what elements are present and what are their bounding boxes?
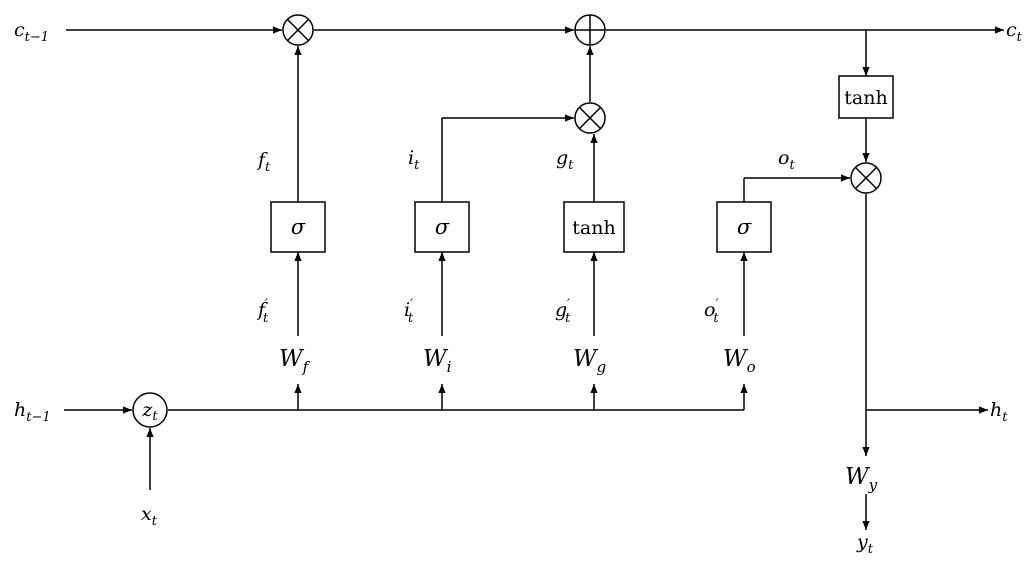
- label-output-preact: o′t: [704, 297, 719, 326]
- label-forget-gate: ft: [256, 149, 271, 175]
- label-weight-f: Wf: [279, 346, 311, 376]
- zt-node: zt: [132, 392, 168, 428]
- label-input-preact: i′t: [404, 297, 414, 326]
- label-x-t: xt: [141, 503, 158, 529]
- forget-sigmoid-box: σ: [270, 201, 326, 253]
- label-weight-y: Wy: [845, 464, 878, 494]
- label-forget-preact: f′t: [256, 297, 269, 326]
- svg-text:zt: zt: [141, 399, 158, 424]
- cell-tanh-box: tanh: [838, 75, 894, 119]
- candidate-tanh-box: tanh: [563, 201, 625, 253]
- cell-add-node: [574, 14, 606, 46]
- label-input-gate: it: [408, 147, 420, 173]
- svg-text:σ: σ: [435, 215, 450, 239]
- label-c-t: ct: [1006, 19, 1023, 45]
- svg-text:tanh: tanh: [844, 87, 887, 109]
- svg-text:σ: σ: [291, 215, 306, 239]
- label-weight-o: Wo: [723, 346, 756, 376]
- label-weight-i: Wi: [423, 346, 452, 376]
- label-output-gate: ot: [778, 147, 795, 173]
- wires: [64, 26, 1004, 530]
- label-h-prev: ht−1: [14, 399, 51, 425]
- label-y-t: yt: [856, 531, 874, 557]
- input-sigmoid-box: σ: [414, 201, 470, 253]
- output-multiply-node: [850, 162, 882, 194]
- input-multiply-node: [574, 102, 606, 134]
- output-sigmoid-box: σ: [716, 201, 772, 253]
- svg-text:tanh: tanh: [572, 217, 615, 239]
- svg-text:σ: σ: [737, 215, 752, 239]
- label-h-t: ht: [990, 399, 1008, 425]
- label-c-prev: ct−1: [14, 19, 49, 45]
- label-weight-g: Wg: [573, 346, 606, 376]
- label-candidate: gt: [556, 147, 574, 173]
- forget-multiply-node: [282, 14, 314, 46]
- label-candidate-preact: g′t: [555, 297, 571, 326]
